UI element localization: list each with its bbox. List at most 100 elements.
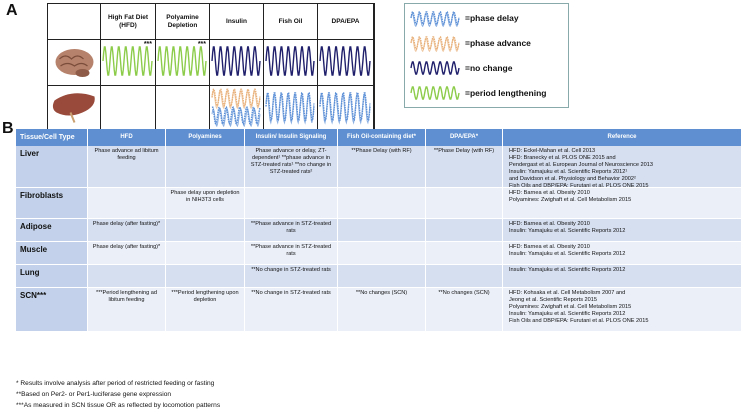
panel-b-header: Tissue/Cell Type [16,129,88,146]
reference-line: Insulin: Yamajuku et al. Scientific Repo… [509,168,628,175]
reference-line: Fish Oils and DBP/EPA: Furutani et al. P… [509,182,649,189]
panel-b-header: Polyamines [166,129,245,146]
effect-cell [338,242,426,264]
rhythm-wave [211,46,261,76]
panel-a-cell [156,86,210,131]
reference-line: Polyamines: Zwighaft et al. Cell Metabol… [509,303,632,310]
rhythm-wave [265,46,315,76]
panel-a-cell: *** [156,40,210,86]
panel-a-cell [210,86,264,131]
panel-a-header: Polyamine Depletion [156,4,210,40]
effect-cell [166,146,245,187]
effect-cell [338,265,426,287]
panel-a-header: Fish Oil [264,4,318,40]
panel-a-cell [264,40,318,86]
liver-icon [48,86,101,131]
liver-icon [52,93,95,123]
legend-label: =phase delay [465,13,519,23]
effect-cell: **No change in STZ-treated rats [245,288,338,331]
wave-period-lengthening [410,86,460,100]
effect-cell: **No change in STZ-treated rats [245,265,338,287]
panel-a-cell [264,86,318,131]
tissue-label: Adipose [16,219,88,241]
significance-stars: *** [143,41,152,48]
panel-a-cell [318,86,374,131]
effect-cell: **Phase advance in STZ-treated rats [245,219,338,241]
panel-a-header: DPA/EPA [318,4,374,40]
panel-a-cell [101,86,156,131]
rhythm-wave [265,92,315,125]
effect-cell [166,265,245,287]
wave-no-change [410,61,460,75]
wave-phase-delay-shadow [410,12,460,27]
effect-cell: **No changes (SCN) [426,288,503,331]
panel-b-header: HFD [88,129,166,146]
reference-line: and Davidson et al. Physiology and Behav… [509,175,636,182]
effect-cell [338,219,426,241]
wave-phase-delay-shadow [211,107,261,128]
effect-cell: Phase advance or delay, ZT-dependent¹ **… [245,146,338,187]
wave-phase-delay [410,11,460,25]
reference-line: Fish Oils and DBP/EPA: Furutani et al. P… [509,317,649,324]
legend-label: =period lengthening [465,88,547,98]
rhythm-wave [157,46,207,76]
rhythm-wave [319,46,371,76]
legend-item-phase-delay: =phase delay [409,8,519,28]
panel-b-header: DPA/EPA* [426,129,503,146]
rhythm-wave [211,88,261,128]
brain-icon [55,49,94,77]
panel-b-label: B [2,120,14,137]
legend-item-phase-advance: =phase advance [409,33,531,53]
reference-cell: HFD: Kohsaka et al. Cell Metabolism 2007… [503,288,742,331]
footnote: ***As measured in SCN tissue OR as refle… [16,402,221,409]
wave-phase-delay-shadow [265,92,315,125]
legend-label: =phase advance [465,38,531,48]
effect-cell [338,188,426,218]
panel-a-header: High Fat Diet (HFD) [101,4,156,40]
wave-phase-advance [410,36,460,50]
effect-cell: Phase delay (after fasting)* [88,242,166,264]
effect-cell: Phase advance ad libitum feeding [88,146,166,187]
reference-line: HFD: Kohsaka et al. Cell Metabolism 2007… [509,290,626,296]
legend: =phase delay =phase advance =no change =per… [404,3,569,108]
effect-cell: **Phase Delay (with RF) [338,146,426,187]
wave-no-change [211,46,261,76]
panel-a-header: Insulin [210,4,264,40]
footnote: * Results involve analysis after period … [16,380,215,387]
legend-item-no-change: =no change [409,58,512,78]
reference-line: HFD: Barnea et al. Obesity 2010 [509,221,590,227]
reference-line: Jeong et al. Scientific Reports 2015 [509,296,597,303]
effect-cell [166,242,245,264]
panel-a-cell [210,40,264,86]
rhythm-wave [410,61,460,75]
rhythm-wave [410,36,460,52]
legend-label: =no change [465,63,513,73]
reference-line: Insulin: Yamajuku et al. Scientific Repo… [509,250,626,257]
panel-b-header: Insulin/ Insulin Signaling [245,129,338,146]
rhythm-wave [410,86,460,100]
reference-line: Insulin: Yamajuku et al. Scientific Repo… [509,310,626,317]
legend-item-period-lengthening: =period lengthening [409,83,546,103]
effect-cell [245,188,338,218]
wave-no-change [265,46,315,76]
effect-cell: ***Period lengthening ad libitum feeding [88,288,166,331]
reference-line: Pendergast et al. European Journal of Ne… [509,161,653,168]
effect-cell [88,265,166,287]
effect-cell [88,188,166,218]
reference-line: HFD: Barnea et al. Obesity 2010 [509,190,590,196]
wave-phase-delay-shadow [319,92,371,125]
effect-cell [426,242,503,264]
reference-line: HFD: Eckel-Mahan et al. Cell 2013 [509,148,596,154]
panel-a-cell: *** [101,40,156,86]
effect-cell: ***Period lengthening upon depletion [166,288,245,331]
reference-cell: Insulin: Yamajuku et al. Scientific Repo… [503,265,742,287]
panel-a-label: A [6,2,18,19]
tissue-label: Fibroblasts [16,188,88,218]
